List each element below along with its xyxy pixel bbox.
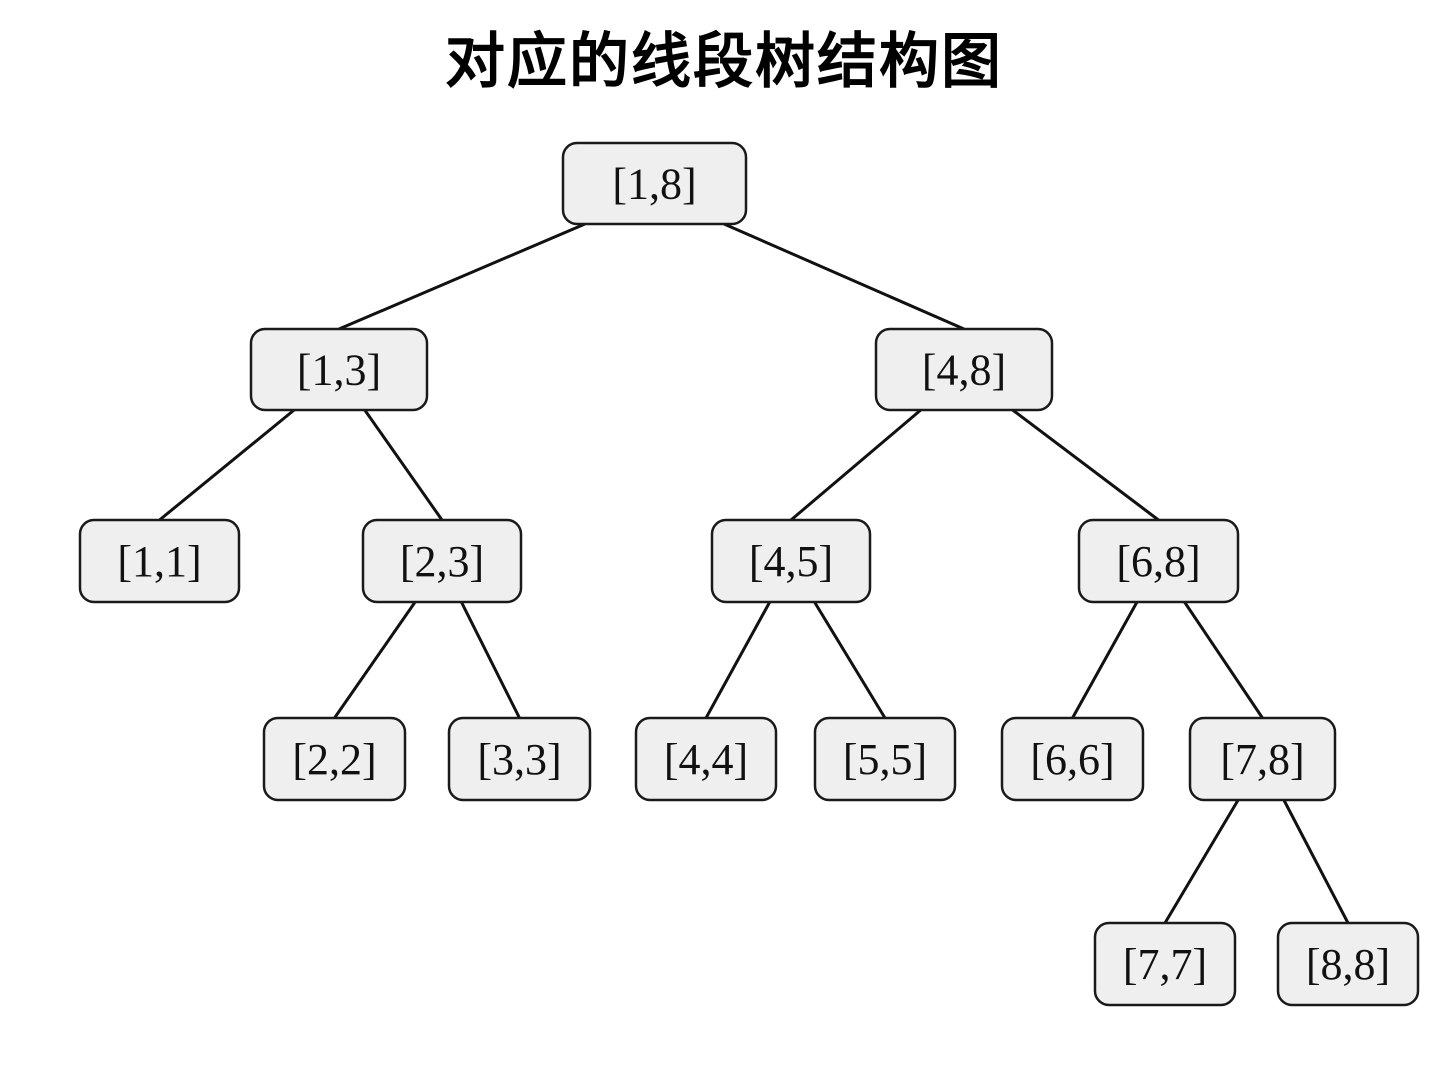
tree-node-n5-5: [5,5]	[813, 716, 957, 802]
edges-layer	[158, 222, 1350, 924]
edge-n4-5-to-n4-4	[704, 601, 772, 719]
node-box	[447, 716, 592, 802]
node-label: [2,3]	[400, 537, 484, 586]
node-box	[262, 716, 407, 802]
node-label: [6,6]	[1030, 735, 1114, 784]
node-label: [1,3]	[297, 346, 381, 395]
node-box	[1276, 921, 1420, 1007]
edge-n1-3-to-n1-1	[158, 408, 296, 522]
node-box	[634, 716, 778, 802]
tree-node-n7-8: [7,8]	[1188, 716, 1337, 802]
edge-n7-8-to-n7-7	[1163, 799, 1240, 924]
edge-n1-3-to-n2-3	[363, 409, 444, 521]
diagram-title: 对应的线段树结构图	[445, 27, 1003, 97]
tree-node-n4-4: [4,4]	[634, 716, 778, 802]
edge-n1-8-to-n1-3	[338, 222, 586, 331]
nodes-layer: [1,8] [1,3] [4,8] [1,1] [2,3] [4,5] [6,8] [2,2]…	[78, 141, 1420, 1007]
node-box	[710, 518, 872, 604]
tree-node-n1-3: [1,3]	[249, 327, 429, 412]
edge-n2-3-to-n2-2	[333, 601, 417, 719]
edge-n2-3-to-n3-3	[460, 601, 521, 719]
tree-node-n1-1: [1,1]	[78, 518, 241, 604]
edge-n4-5-to-n5-5	[813, 601, 887, 719]
node-box	[1077, 518, 1240, 604]
node-label: [4,8]	[922, 346, 1006, 395]
node-box	[1000, 716, 1145, 802]
node-label: [4,5]	[749, 537, 833, 586]
node-label: [7,8]	[1220, 735, 1304, 784]
edge-n4-8-to-n4-5	[790, 408, 922, 522]
edge-n4-8-to-n6-8	[1011, 408, 1160, 522]
tree-node-n2-2: [2,2]	[262, 716, 407, 802]
node-box	[874, 327, 1054, 412]
edge-n6-8-to-n7-8	[1183, 601, 1264, 719]
node-box	[813, 716, 957, 802]
tree-node-n8-8: [8,8]	[1276, 921, 1420, 1007]
node-label: [6,8]	[1116, 537, 1200, 586]
node-label: [1,1]	[117, 537, 201, 586]
node-label: [4,4]	[664, 735, 748, 784]
node-label: [3,3]	[477, 735, 561, 784]
tree-node-n6-8: [6,8]	[1077, 518, 1240, 604]
node-box	[78, 518, 241, 604]
node-label: [8,8]	[1306, 940, 1390, 989]
node-box	[249, 327, 429, 412]
edge-n1-8-to-n4-8	[723, 222, 965, 331]
tree-node-n4-8: [4,8]	[874, 327, 1054, 412]
node-box	[361, 518, 523, 604]
tree-node-n4-5: [4,5]	[710, 518, 872, 604]
tree-node-n1-8: [1,8]	[561, 141, 748, 226]
node-box	[1188, 716, 1337, 802]
edge-n6-8-to-n6-6	[1071, 601, 1139, 719]
node-box	[561, 141, 748, 226]
tree-node-n3-3: [3,3]	[447, 716, 592, 802]
tree-node-n6-6: [6,6]	[1000, 716, 1145, 802]
edge-n7-8-to-n8-8	[1282, 799, 1350, 924]
node-label: [2,2]	[292, 735, 376, 784]
node-label: [7,7]	[1123, 940, 1207, 989]
tree-node-n7-7: [7,7]	[1093, 921, 1237, 1007]
node-box	[1093, 921, 1237, 1007]
node-label: [5,5]	[843, 735, 927, 784]
node-label: [1,8]	[612, 160, 696, 209]
tree-node-n2-3: [2,3]	[361, 518, 523, 604]
